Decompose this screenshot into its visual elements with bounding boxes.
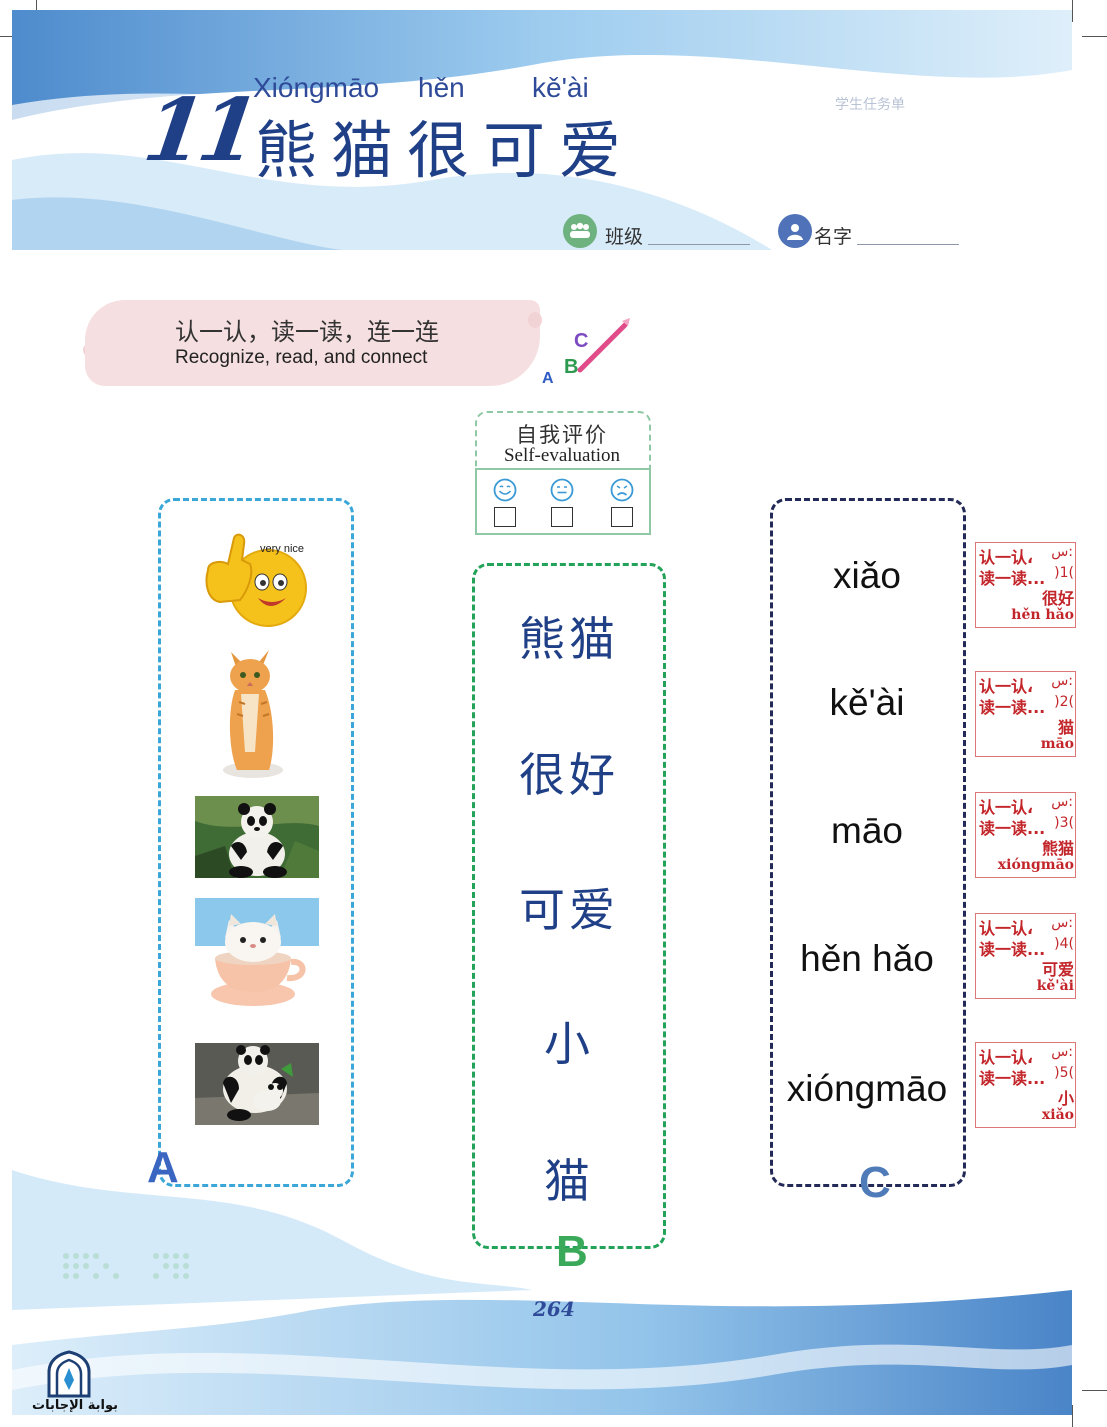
- chinese-word-3[interactable]: 可爱: [519, 883, 619, 937]
- answer-card-question-mark: س:: [1051, 673, 1073, 689]
- name-input-line[interactable]: [857, 244, 959, 245]
- answer-card-number: )4(: [1054, 936, 1074, 952]
- answer-card-number: )1(: [1054, 565, 1074, 581]
- answer-card-heading: 认一认،: [979, 798, 1034, 817]
- site-logo-icon: [47, 1350, 91, 1398]
- header-wave-decoration: [12, 10, 1072, 250]
- answer-card-number: )3(: [1054, 815, 1074, 831]
- answer-card-hanzi: 可爱: [1041, 960, 1074, 979]
- answer-card-question-mark: س:: [1051, 544, 1073, 560]
- very-nice-thumbs-up-image: very nice: [205, 533, 307, 627]
- answer-card-subheading: 读一读...: [979, 698, 1046, 717]
- answer-card-4[interactable]: 认一认، س: 读一读... )4( 可爱 kě'ài: [975, 913, 1076, 999]
- site-logo-text: بوابة الإجابات: [32, 1398, 118, 1413]
- chinese-word-4[interactable]: 小: [544, 1017, 594, 1071]
- answer-card-subheading: 读一读...: [979, 569, 1046, 588]
- neutral-face-icon: [550, 478, 574, 502]
- answer-card-heading: 认一认،: [979, 1048, 1034, 1067]
- sad-checkbox[interactable]: [611, 507, 633, 527]
- answer-card-question-mark: س:: [1051, 1044, 1073, 1060]
- title-pinyin-3: kě'ài: [532, 72, 589, 103]
- answer-card-1[interactable]: 认一认، س: 读一读... )1( 很好 hěn hǎo: [975, 542, 1076, 628]
- answer-card-hanzi: 熊猫: [1041, 839, 1074, 858]
- pinyin-word-2[interactable]: kě'ài: [829, 682, 905, 723]
- column-b-box: [472, 563, 666, 1249]
- class-input-line[interactable]: [648, 244, 750, 245]
- page-title: 熊猫很可爱: [255, 114, 636, 187]
- neutral-checkbox[interactable]: [551, 507, 573, 527]
- page-number: 264: [533, 1297, 575, 1321]
- crop-mark: [1072, 0, 1073, 22]
- footer-wave-decoration: [12, 1170, 1072, 1415]
- svg-text:A: A: [542, 370, 554, 387]
- title-pinyin-1: Xióngmāo: [253, 72, 380, 103]
- sticker-text: very nice: [260, 543, 304, 555]
- instruction-banner: [85, 300, 540, 386]
- pinyin-word-3[interactable]: māo: [831, 810, 903, 851]
- class-icon: [563, 214, 597, 248]
- column-c-box: [770, 498, 966, 1187]
- answer-card-subheading: 读一读...: [979, 1069, 1046, 1088]
- answer-card-heading: 认一认،: [979, 677, 1034, 696]
- pinyin-word-5[interactable]: xióngmāo: [786, 1068, 948, 1109]
- pinyin-word-1[interactable]: xiǎo: [833, 555, 901, 596]
- crop-mark: [1072, 1405, 1073, 1427]
- task-sheet-label: 学生任务单: [835, 97, 905, 113]
- answer-card-subheading: 读一读...: [979, 819, 1046, 838]
- abc-pencil-icon: A B C: [542, 318, 630, 387]
- chinese-word-2[interactable]: 很好: [519, 748, 619, 802]
- lesson-number: 11: [137, 80, 260, 181]
- name-label: 名字: [814, 226, 853, 248]
- chinese-word-1[interactable]: 熊猫: [519, 612, 619, 666]
- pinyin-word-4[interactable]: hěn hǎo: [800, 938, 934, 979]
- crop-mark: [1082, 36, 1107, 37]
- title-pinyin-2: hěn: [418, 72, 465, 103]
- instruction-chinese: 认一认，读一读，连一连: [175, 318, 439, 346]
- self-evaluation-english: Self-evaluation: [503, 445, 621, 466]
- answer-card-hanzi: 很好: [1041, 589, 1074, 608]
- answer-card-pinyin: hěn hǎo: [1011, 607, 1074, 623]
- answer-card-question-mark: س:: [1051, 794, 1073, 810]
- answer-card-2[interactable]: 认一认، س: 读一读... )2( 猫 māo: [975, 671, 1076, 757]
- answer-card-3[interactable]: 认一认، س: 读一读... )3( 熊猫 xióngmāo: [975, 792, 1076, 878]
- class-label: 班级: [605, 226, 644, 248]
- person-icon: [778, 214, 812, 248]
- answer-card-pinyin: xióngmāo: [997, 857, 1074, 873]
- self-evaluation-chinese: 自我评价: [516, 423, 608, 447]
- answer-card-subheading: 读一读...: [979, 940, 1046, 959]
- answer-card-pinyin: māo: [1040, 736, 1074, 752]
- answer-card-question-mark: س:: [1051, 915, 1073, 931]
- answer-card-number: )5(: [1054, 1065, 1074, 1081]
- answer-card-hanzi: 小: [1057, 1089, 1074, 1108]
- kitten-in-cup-image: [195, 898, 319, 1010]
- answer-card-heading: 认一认،: [979, 548, 1034, 567]
- answer-card-hanzi: 猫: [1057, 718, 1074, 737]
- column-b-badge: B: [556, 1227, 588, 1276]
- instruction-english: Recognize, read, and connect: [175, 347, 428, 368]
- chinese-word-5[interactable]: 猫: [544, 1154, 594, 1208]
- column-a-box: [158, 498, 354, 1187]
- svg-text:C: C: [574, 330, 588, 352]
- answer-card-pinyin: kě'ài: [1036, 978, 1074, 994]
- cat-image: [223, 650, 283, 778]
- answer-card-5[interactable]: 认一认، س: 读一读... )5( 小 xiǎo: [975, 1042, 1076, 1128]
- answer-card-pinyin: xiǎo: [1041, 1107, 1074, 1123]
- svg-text:B: B: [564, 356, 578, 378]
- column-c-badge: C: [859, 1158, 891, 1207]
- answer-card-heading: 认一认،: [979, 919, 1034, 938]
- panda-eating-image: [195, 796, 319, 878]
- answer-card-number: )2(: [1054, 694, 1074, 710]
- banner-dot: [528, 312, 542, 328]
- self-evaluation-box: 自我评价 Self-evaluation: [475, 411, 651, 535]
- column-a-badge: A: [147, 1143, 179, 1192]
- panda-mother-and-cub-image: [195, 1043, 319, 1125]
- happy-face-icon: [493, 478, 517, 502]
- ministry-watermark: [63, 1253, 189, 1279]
- happy-checkbox[interactable]: [494, 507, 516, 527]
- crop-mark: [1082, 1390, 1107, 1391]
- sad-face-icon: [610, 478, 634, 502]
